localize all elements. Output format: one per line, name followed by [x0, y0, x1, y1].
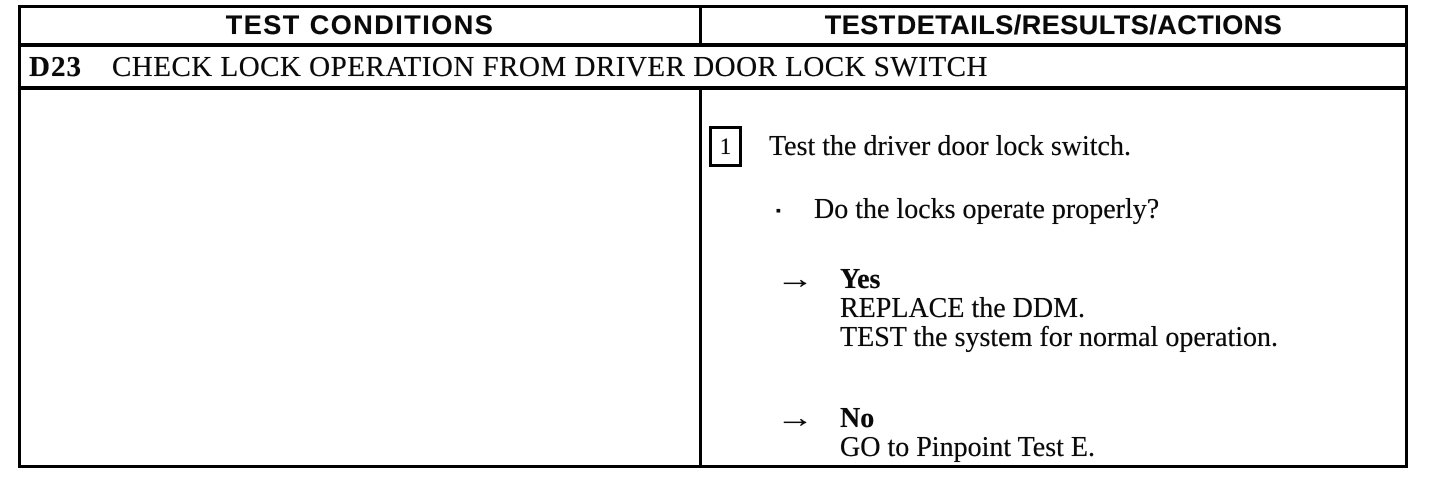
result-yes-body: Yes REPLACE the DDM. TEST the system for…	[840, 265, 1278, 352]
pinpoint-test-table: TEST CONDITIONS TEST DETAILS/RESULTS/ACT…	[18, 5, 1408, 468]
test-title: CHECK LOCK OPERATION FROM DRIVER DOOR LO…	[111, 51, 988, 83]
arrow-right-icon: →	[776, 403, 814, 434]
step-question: Do the locks operate properly?	[814, 194, 1160, 225]
table-body-row: 1 Test the driver door lock switch. ▪ Do …	[21, 90, 1405, 465]
test-id: D23	[29, 51, 82, 83]
arrow-right-icon: →	[776, 264, 814, 295]
result-answer-yes: Yes	[840, 264, 881, 295]
step-number-box: 1	[709, 126, 742, 167]
result-action: GO to Pinpoint Test E.	[840, 432, 1095, 463]
result-answer-no: No	[840, 403, 875, 434]
table-header-row: TEST CONDITIONS TEST DETAILS/RESULTS/ACT…	[21, 8, 1405, 47]
result-action: REPLACE the DDM.	[840, 293, 1085, 324]
test-conditions-cell	[21, 90, 702, 465]
step-question-line: ▪ Do the locks operate properly?	[776, 195, 1405, 227]
bullet-icon: ▪	[776, 204, 781, 219]
column-header-test-conditions: TEST CONDITIONS	[21, 8, 702, 43]
result-action: TEST the system for normal operation.	[840, 322, 1279, 353]
result-yes-block: → Yes REPLACE the DDM. TEST the system f…	[776, 265, 1405, 352]
step-1: 1 Test the driver door lock switch.	[709, 126, 1405, 167]
column-header-test-details-results-actions: TEST DETAILS/RESULTS/ACTIONS	[824, 10, 1283, 40]
step-instruction: Test the driver door lock switch.	[769, 131, 1131, 162]
test-details-cell: 1 Test the driver door lock switch. ▪ Do …	[702, 90, 1405, 465]
result-no-block: → No GO to Pinpoint Test E.	[776, 404, 1405, 462]
test-step-title-row: D23 CHECK LOCK OPERATION FROM DRIVER DOOR…	[21, 47, 1405, 90]
result-no-body: No GO to Pinpoint Test E.	[840, 404, 1095, 462]
